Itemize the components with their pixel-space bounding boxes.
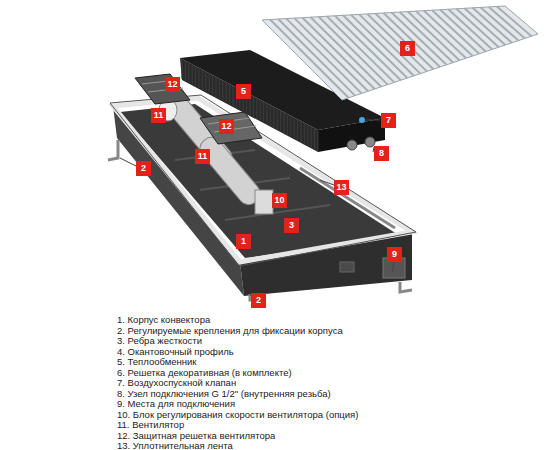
legend-text: 8. Узел подключения G 1/2" (внутренняя р… <box>117 388 331 399</box>
callout-number: 2 <box>251 293 266 308</box>
bracket <box>108 140 118 160</box>
legend-text: 7. Воздухоспускной клапан <box>117 377 236 388</box>
pipe <box>347 140 357 150</box>
callout-number: 13 <box>334 180 349 195</box>
leader-lines <box>120 120 394 296</box>
callout-number: 11 <box>195 149 210 164</box>
callout-number: 6 <box>400 41 415 56</box>
air-valve <box>359 117 365 123</box>
legend-text: 11. Вентилятор <box>117 419 184 430</box>
legend-text: 5. Теплообменник <box>117 356 196 367</box>
callout-number: 9 <box>387 247 402 262</box>
legend-text: 9. Места для подключения <box>117 398 235 409</box>
sealing-tape <box>300 168 395 228</box>
legend-text: 4. Окантовочный профиль <box>117 346 234 357</box>
housing-floor <box>120 104 400 258</box>
callout-number: 7 <box>381 113 396 128</box>
bracket <box>400 282 412 292</box>
legend-text: 6. Решетка декоративная (в комплекте) <box>117 367 292 378</box>
callout-number: 3 <box>284 218 299 233</box>
legend-text: 13. Уплотнительная лента <box>117 440 233 450</box>
callout-number: 10 <box>272 193 287 208</box>
decorative-grille <box>262 6 538 100</box>
legend-text: 2. Регулируемые крепления для фиксации к… <box>117 325 343 336</box>
callout-number: 2 <box>136 161 151 176</box>
callout-number: 8 <box>374 146 389 161</box>
callout-number: 1 <box>236 234 251 249</box>
fins <box>182 59 318 151</box>
connection-panel <box>340 262 354 272</box>
callout-number: 11 <box>151 108 166 123</box>
callout-number: 12 <box>165 77 180 92</box>
callout-number: 5 <box>236 84 251 99</box>
legend-text: 10. Блок регулирования скорости вентилят… <box>117 409 358 420</box>
legend-text: 3. Ребра жесткости <box>117 335 202 346</box>
legend-text: 1. Корпус конвектора <box>117 314 210 325</box>
callout-number: 12 <box>219 119 234 134</box>
legend-text: 12. Защитная решетка вентилятора <box>117 430 275 441</box>
speed-control-unit <box>255 190 273 214</box>
grille-slats <box>270 6 531 97</box>
